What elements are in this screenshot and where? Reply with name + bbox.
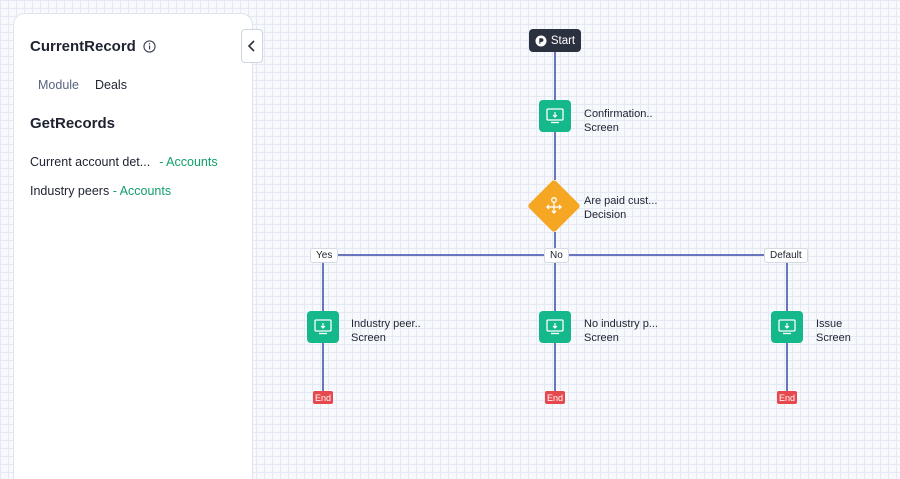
get-records-title: GetRecords bbox=[30, 115, 116, 132]
confirmation-node-label: Confirmation.. Screen bbox=[584, 107, 652, 135]
no-industry-node-label: No industry p... Screen bbox=[584, 317, 658, 345]
issue-node-label: Issue Screen bbox=[816, 317, 851, 345]
node-name: Confirmation.. bbox=[584, 108, 653, 120]
end-node-yes[interactable]: End bbox=[313, 391, 333, 404]
record-module-link[interactable]: - Accounts bbox=[112, 184, 172, 198]
end-node-no[interactable]: End bbox=[545, 391, 565, 404]
current-record-panel: CurrentRecord Module Deals GetRecords Cu… bbox=[13, 13, 253, 479]
screen-node-confirmation[interactable] bbox=[539, 100, 571, 132]
screen-node-no-industry[interactable] bbox=[539, 311, 571, 343]
module-label: Module bbox=[38, 78, 79, 92]
monitor-icon bbox=[546, 108, 564, 124]
start-node[interactable]: Start bbox=[529, 29, 581, 52]
record-item-current-account[interactable]: Current account det... - Accounts bbox=[30, 155, 218, 169]
branch-label-default[interactable]: Default bbox=[764, 248, 808, 263]
node-name: Issue bbox=[816, 318, 843, 330]
record-name: Current account det... bbox=[30, 155, 151, 169]
play-icon bbox=[535, 35, 547, 46]
node-name: Industry peer.. bbox=[351, 318, 421, 330]
industry-peer-node-label: Industry peer.. Screen bbox=[351, 317, 421, 345]
node-name: No industry p... bbox=[584, 318, 658, 330]
monitor-icon bbox=[546, 319, 564, 335]
current-record-title: CurrentRecord bbox=[30, 38, 136, 55]
branch-label-yes[interactable]: Yes bbox=[310, 248, 339, 263]
collapse-panel-button[interactable] bbox=[241, 29, 263, 63]
node-type: Screen bbox=[351, 332, 386, 344]
end-node-default[interactable]: End bbox=[777, 391, 797, 404]
node-name: Are paid cust... bbox=[584, 195, 658, 207]
monitor-icon bbox=[314, 319, 332, 335]
node-type: Screen bbox=[584, 332, 619, 344]
module-value: Deals bbox=[95, 78, 127, 92]
module-row: Module Deals bbox=[38, 78, 127, 92]
panel-title: CurrentRecord bbox=[30, 38, 156, 55]
info-icon[interactable] bbox=[143, 40, 156, 53]
record-name: Industry peers bbox=[30, 184, 110, 198]
record-item-industry-peers[interactable]: Industry peers - Accounts bbox=[30, 184, 171, 198]
node-type: Decision bbox=[584, 209, 627, 221]
node-type: Screen bbox=[584, 122, 619, 134]
screen-node-industry-peer[interactable] bbox=[307, 311, 339, 343]
decision-icon[interactable] bbox=[543, 195, 565, 217]
chevron-left-icon bbox=[247, 40, 255, 52]
screen-node-issue[interactable] bbox=[771, 311, 803, 343]
decision-node-label: Are paid cust... Decision bbox=[584, 194, 657, 222]
start-label: Start bbox=[550, 34, 576, 47]
node-type: Screen bbox=[816, 332, 851, 344]
branch-label-no[interactable]: No bbox=[544, 248, 569, 263]
monitor-icon bbox=[778, 319, 796, 335]
record-module-link[interactable]: - Accounts bbox=[159, 155, 218, 169]
